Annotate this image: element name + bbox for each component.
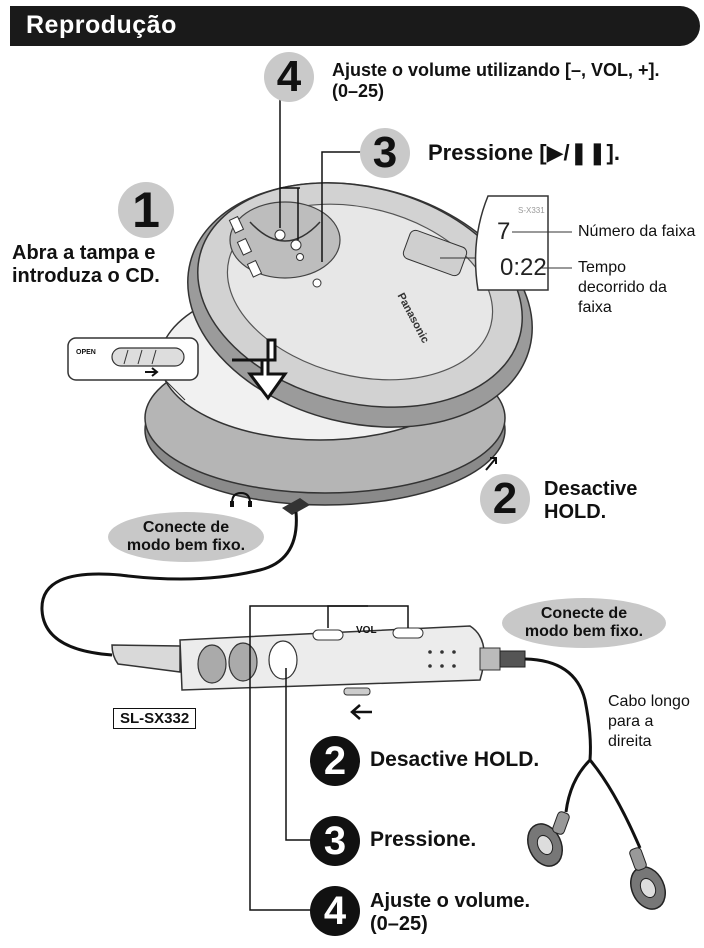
section-header: Reprodução: [10, 6, 700, 46]
connect-callout-player-line2: modo bem fixo.: [126, 537, 246, 554]
hold-arrow-icon: [485, 457, 497, 471]
remote-leader-lines: [249, 605, 409, 911]
elapsed-time-line1: Tempo: [578, 259, 627, 276]
remote-control: [111, 625, 526, 696]
step-4-number: 4: [264, 52, 314, 102]
remote-cable: [40, 498, 310, 657]
remote-model-label: SL-SX332: [113, 708, 197, 729]
step-4-line1: Ajuste o volume utilizando [–, VOL, +].: [332, 60, 660, 80]
connect-callout-remote-line2: modo bem fixo.: [524, 623, 644, 640]
cd-player-lid: [187, 182, 533, 428]
vol-label: VOL: [356, 625, 377, 636]
cable-note-line3: direita: [608, 733, 652, 750]
cable-note-line1: Cabo longo: [608, 693, 690, 710]
step-2-number: 2: [480, 474, 530, 524]
earphones: [527, 811, 666, 910]
earphone-cable: [524, 657, 642, 849]
step-1-text: Abra a tampa e introduza o CD.: [12, 242, 160, 288]
connect-callout-remote: Conecte de modo bem fixo.: [502, 598, 666, 648]
step-4-text: Ajuste o volume utilizando [–, VOL, +]. …: [332, 60, 660, 101]
remote-step-4-line2: (0–25): [370, 913, 428, 935]
lcd-display: [474, 195, 572, 291]
insert-arrow-icon: [232, 338, 288, 401]
remote-step-3-text: Pressione.: [370, 828, 477, 851]
cable-note: Cabo longo para a direita: [608, 692, 690, 752]
cable-note-line2: para a: [608, 713, 654, 730]
connect-callout-player-line1: Conecte de: [142, 519, 230, 537]
lcd-track-number: 7: [497, 218, 511, 245]
remote-step-2-number: 2: [310, 736, 360, 786]
step-1-line1: Abra a tampa e: [12, 242, 156, 264]
remote-step-4-text: Ajuste o volume. (0–25): [370, 890, 530, 936]
lcd-elapsed-time: 0:22: [500, 254, 547, 281]
remote-step-3-number: 3: [310, 816, 360, 866]
remote-step-2-text: Desactive HOLD.: [370, 748, 540, 771]
section-title: Reprodução: [26, 11, 177, 39]
connect-callout-remote-line1: Conecte de: [540, 605, 628, 623]
elapsed-time-line3: faixa: [578, 299, 612, 316]
remote-step-4-number: 4: [310, 886, 360, 936]
step-2-text: Desactive HOLD.: [544, 478, 637, 524]
remote-hold-arrow-icon: [350, 704, 372, 720]
open-switch-label: OPEN: [76, 349, 96, 356]
step-4-line2: (0–25): [332, 80, 385, 101]
remote-step-4-line1: Ajuste o volume.: [370, 890, 531, 912]
step-leader-lines: [279, 98, 362, 262]
headphone-jack-icon: [231, 491, 251, 504]
step-1-number: 1: [118, 182, 174, 238]
step-3-text: Pressione [▶/❚❚].: [428, 140, 620, 165]
track-number-label: Número da faixa: [578, 223, 696, 240]
step-2-line1: Desactive: [544, 478, 638, 500]
elapsed-time-label: Tempo decorrido da faixa: [578, 258, 667, 318]
lcd-model: S-X331: [518, 206, 545, 215]
elapsed-time-line2: decorrido da: [578, 279, 667, 296]
step-3-number: 3: [360, 128, 410, 178]
step-2-line2: HOLD.: [544, 501, 607, 523]
step-1-line2: introduza o CD.: [12, 265, 160, 287]
open-switch-inset: [67, 337, 199, 401]
connect-callout-player: Conecte de modo bem fixo.: [108, 512, 264, 562]
